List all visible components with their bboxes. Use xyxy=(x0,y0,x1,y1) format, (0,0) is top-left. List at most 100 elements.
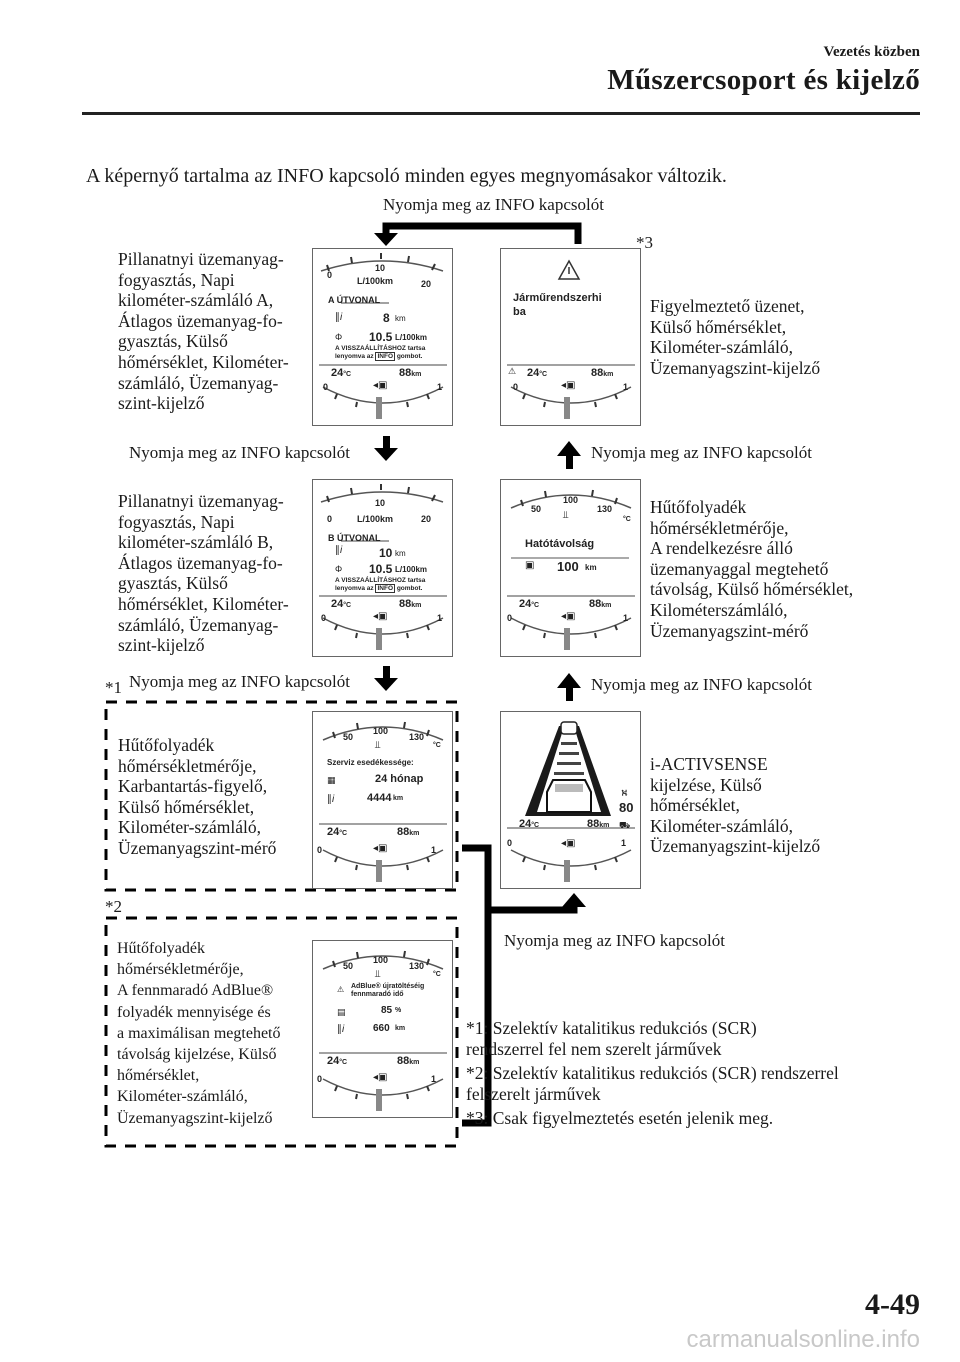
up-arrow-2 xyxy=(557,673,581,688)
dashed-frame-1 xyxy=(104,700,459,892)
marker-1: *1 xyxy=(105,678,122,697)
desc-panel-iactiv: i-ACTIVSENSE kijelzése, Külső hőmérsékle… xyxy=(650,754,821,857)
odometer: 88km xyxy=(397,1055,420,1067)
fuel-level-max: 1 xyxy=(431,845,437,855)
desc-panel-b: Pillanatnyi üzemanyag- fogyasztás, Napi … xyxy=(118,491,289,656)
display-panel-maintenance: 50 100 130 °C ⫫ Szerviz esedékessége: ▦ … xyxy=(312,711,453,889)
gauge-arcs xyxy=(319,484,447,650)
down-arrow-2 xyxy=(374,678,398,691)
display-panel-trip-b: 0 10 20 L/100km B ÚTVONAL ∥i 10 km Φ 10.… xyxy=(312,479,453,657)
display-panel-range: 50 100 130 °C ⫫ Hatótávolság ▣ 100 km 24… xyxy=(500,479,641,657)
gauge-arcs xyxy=(507,721,635,882)
desc-panel-a: Pillanatnyi üzemanyag- fogyasztás, Napi … xyxy=(118,249,289,414)
dashed-frame-2 xyxy=(104,916,459,1148)
temp-scale-unit: °C xyxy=(433,971,441,978)
page-number: 4-49 xyxy=(865,1288,920,1321)
speed-limit-value: 80 xyxy=(619,800,634,815)
page-title: Műszercsoport és kijelző xyxy=(607,64,920,96)
press-info-label-right-1: Nyomja meg az INFO kapcsolót xyxy=(591,443,812,462)
fuel-pump-icon: ◂▣ xyxy=(373,611,388,622)
fuel-pump-icon: ◂▣ xyxy=(373,380,388,391)
reset-hint-2: lenyomva az INFO gombot. xyxy=(335,584,423,593)
trip-distance-unit: km xyxy=(395,314,406,323)
service-distance: 4444 xyxy=(367,792,392,804)
fuel-icon: ▣ xyxy=(525,560,535,571)
gauge-arcs xyxy=(507,489,635,650)
average-consumption: 10.5 xyxy=(369,562,393,576)
desc-panel-range: Hűtőfolyadék hőmérsékletmérője, A rendel… xyxy=(650,497,854,641)
fuel-scale-mid: 10 xyxy=(375,263,386,273)
odometer: 88km xyxy=(397,826,420,838)
fuel-level-min: 0 xyxy=(317,1074,323,1084)
press-info-label-bottom: Nyomja meg az INFO kapcsolót xyxy=(504,931,725,950)
temp-scale-low: 50 xyxy=(343,961,354,971)
top-loop-arrowhead xyxy=(374,233,398,246)
footnote-2: *2: Szelektív katalitikus redukciós (SCR… xyxy=(466,1063,839,1104)
temp-scale-mid: 100 xyxy=(563,495,579,505)
range-title: Hatótávolság xyxy=(525,538,595,550)
gauge-arcs xyxy=(319,950,447,1111)
bracket-line xyxy=(462,844,578,1127)
average-consumption-unit: L/100km xyxy=(395,565,428,574)
fuel-level-max: 1 xyxy=(623,613,629,623)
fuel-level-max: 1 xyxy=(431,1074,437,1084)
odometer: 88km xyxy=(589,598,612,610)
adblue-distance-unit: km xyxy=(395,1025,406,1032)
average-icon: Φ xyxy=(335,332,343,342)
adblue-percent: 85 xyxy=(381,1005,393,1016)
temp-scale-high: 130 xyxy=(409,732,425,742)
reset-hint-2: lenyomva az INFO gombot. xyxy=(335,352,423,361)
trip-distance-unit: km xyxy=(395,549,406,558)
fuel-level-min: 0 xyxy=(507,838,513,848)
coolant-icon: ⫫ xyxy=(375,740,381,751)
outside-temp: 24°C xyxy=(519,818,540,830)
warning-small-icon: ⚠ xyxy=(508,366,517,376)
trip-title: B ÚTVONAL xyxy=(328,533,381,543)
trip-icon: ∥i xyxy=(335,312,343,323)
press-info-label-top: Nyomja meg az INFO kapcsolót xyxy=(383,195,604,214)
warning-message: Járműrendszerhi ba xyxy=(513,292,602,318)
outside-temp: 24°C xyxy=(527,367,548,379)
fuel-scale-mid: 10 xyxy=(375,498,386,508)
fuel-level-max: 1 xyxy=(437,613,443,623)
fuel-scale-unit: L/100km xyxy=(357,276,394,286)
display-panel-trip-a: 0 10 20 L/100km A ÚTVONAL ∥i 8 km Φ 10.5… xyxy=(312,248,453,426)
service-time: 24 hónap xyxy=(375,773,424,785)
desc-panel-maint: Hűtőfolyadék hőmérsékletmérője, Karbanta… xyxy=(118,735,277,858)
fuel-pump-icon: ◂▣ xyxy=(561,380,576,391)
fuel-scale-min: 0 xyxy=(327,514,333,524)
outside-temp: 24°C xyxy=(327,826,348,838)
top-loop-line xyxy=(382,222,582,244)
trip-distance: 8 xyxy=(383,311,390,325)
fuel-scale-unit: L/100km xyxy=(357,514,394,524)
odometer: 88km xyxy=(399,598,422,610)
service-distance-unit: km xyxy=(393,795,404,802)
footnote-1: *1: Szelektív katalitikus redukciós (SCR… xyxy=(466,1018,757,1059)
adblue-warning-icon: ⚠ xyxy=(337,985,345,994)
fuel-scale-max: 20 xyxy=(421,279,432,289)
service-title: Szerviz esedékessége: xyxy=(327,758,414,767)
outside-temp: 24°C xyxy=(331,367,352,379)
temp-scale-unit: °C xyxy=(623,516,631,523)
adblue-title: AdBlue® újratöltéséig xyxy=(351,983,425,990)
trip-distance: 10 xyxy=(379,546,393,560)
gauge-arcs xyxy=(319,721,447,882)
temp-scale-low: 50 xyxy=(343,732,354,742)
watermark: carmanualsonline.info xyxy=(686,1326,920,1353)
temp-scale-mid: 100 xyxy=(373,955,389,965)
fuel-level-max: 1 xyxy=(621,838,627,848)
fuel-pump-icon: ◂▣ xyxy=(373,843,388,854)
reset-hint-1: A VISSZAÁLLÍTÁSHOZ tartsa xyxy=(335,577,426,584)
temp-scale-high: 130 xyxy=(409,961,425,971)
intro-text: A képernyő tartalma az INFO kapcsoló min… xyxy=(86,165,727,187)
fuel-scale-min: 0 xyxy=(327,270,333,280)
trip-icon: ∥i xyxy=(335,545,343,556)
adblue-percent-unit: % xyxy=(395,1007,402,1014)
fuel-scale-max: 20 xyxy=(421,514,432,524)
adblue-tank-icon: ▤ xyxy=(337,1007,346,1017)
fuel-level-max: 1 xyxy=(623,382,629,392)
temp-scale-mid: 100 xyxy=(373,726,389,736)
desc-panel-adblue: Hűtőfolyadék hőmérsékletmérője, A fennma… xyxy=(117,940,281,1127)
temp-scale-low: 50 xyxy=(531,504,542,514)
